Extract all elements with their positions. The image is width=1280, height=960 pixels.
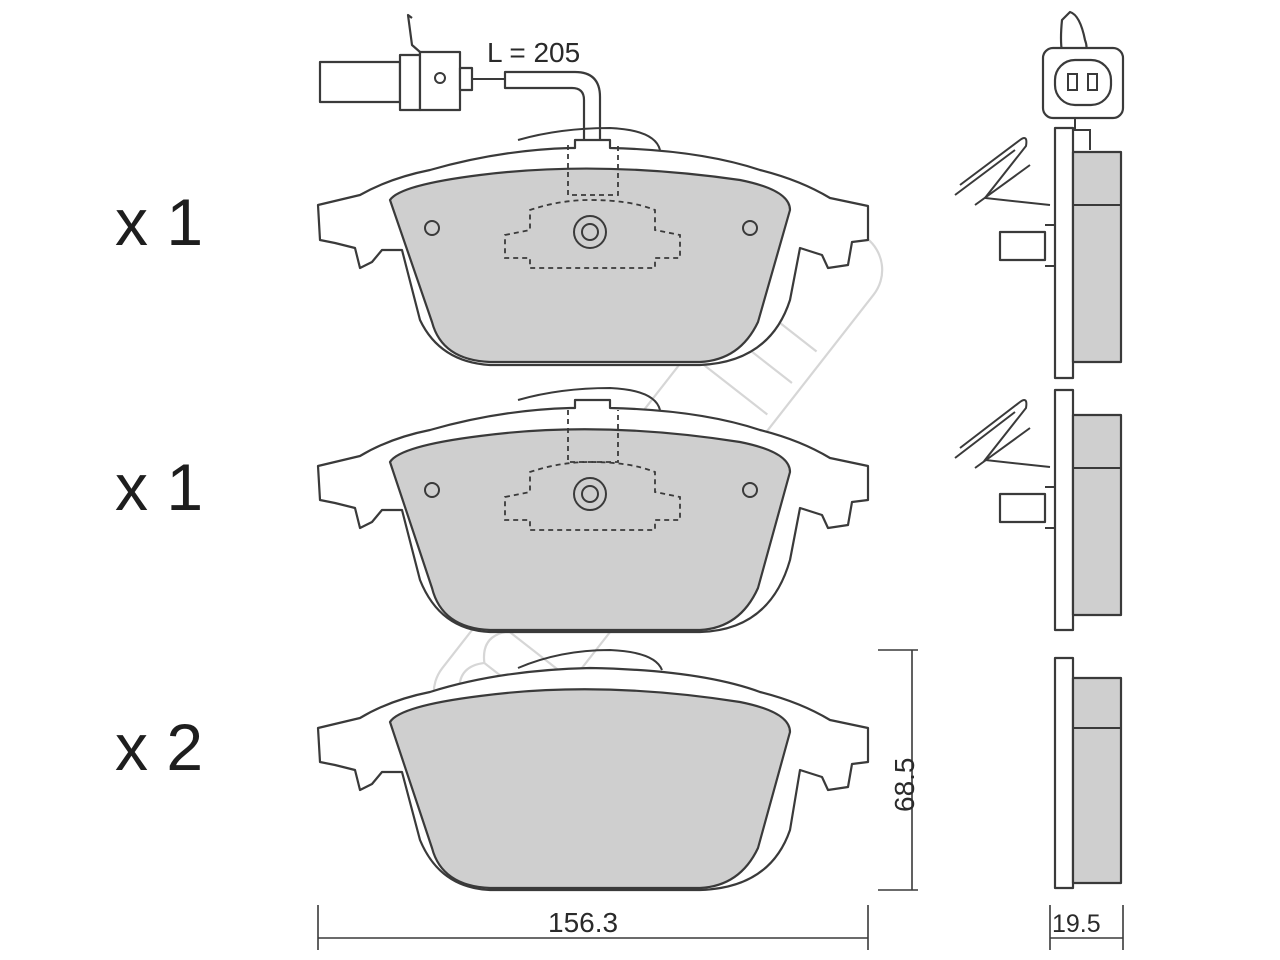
dimension-width (317, 905, 869, 950)
thickness-dimension-label: 19.5 (1052, 910, 1101, 938)
quantity-row-3: x 2 (115, 710, 203, 784)
quantity-row-2: x 1 (115, 450, 203, 524)
side-view-1 (954, 10, 1125, 380)
friction-material (388, 688, 792, 890)
wear-sensor (318, 13, 602, 152)
pad-row-2 (316, 386, 1123, 634)
friction-material (388, 428, 792, 632)
dimension-height (878, 649, 918, 891)
height-dimension-label: 68.5 (889, 758, 920, 813)
side-view-3 (1053, 656, 1123, 890)
width-dimension-label: 156.3 (548, 907, 618, 938)
side-view-2 (954, 388, 1123, 632)
friction-material (388, 167, 792, 364)
pad-row-1 (316, 10, 1125, 380)
pad-row-3 (316, 648, 1123, 892)
quantity-row-1: x 1 (115, 185, 203, 259)
dimension-thickness (1049, 905, 1124, 950)
wire-length-label: L = 205 (487, 37, 580, 68)
